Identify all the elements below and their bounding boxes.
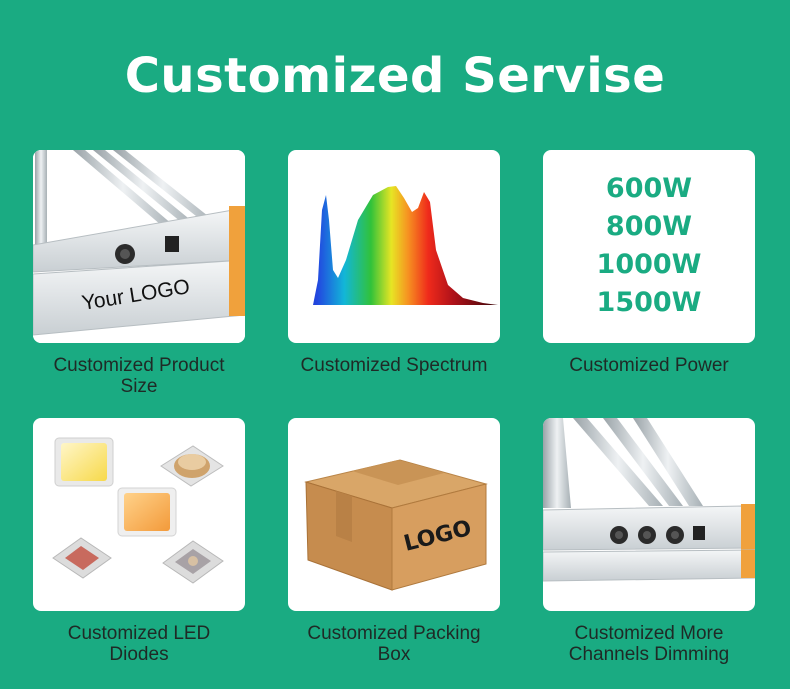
caption-line: Customized Product [53,355,225,376]
packing-box-caption: Customized Packing Box [269,623,519,665]
caption-line: Customized LED [67,623,211,644]
caption-line: Diodes [109,644,169,665]
cardboard-box-image: LOGO [304,459,488,591]
caption-line: Box [377,644,411,665]
power-card: 600W 800W 1000W 1500W [543,150,755,343]
multi-knob-light-image [543,418,755,582]
product-size-caption: Customized Product Size [14,355,264,397]
caption-line: Channels Dimming [568,644,730,665]
packing-box-card: LOGO [288,418,500,611]
grow-light-logo-image: Your LOGO [33,150,245,343]
power-option: 600W [605,173,693,204]
channels-dimming-card [543,418,755,611]
spectrum-graph-image [293,186,498,305]
product-size-card: Your LOGO [33,150,245,343]
caption-line: Customized Spectrum [300,355,488,376]
power-option: 800W [605,211,693,242]
spectrum-card [288,150,500,343]
caption-line: Customized More [574,623,724,644]
power-option: 1500W [596,287,702,318]
led-diodes-caption: Customized LED Diodes [14,623,264,665]
led-diodes-card [33,418,245,611]
power-options-list: 600W 800W 1000W 1500W [543,170,755,322]
page-title: Customized Servise [124,48,666,104]
caption-line: Customized Power [569,355,729,376]
channels-dimming-caption: Customized More Channels Dimming [524,623,774,665]
led-chips-image [52,437,224,584]
caption-line: Customized Packing [307,623,481,644]
power-option: 1000W [596,249,702,280]
caption-line: Size [120,376,158,397]
spectrum-caption: Customized Spectrum [269,355,519,376]
power-caption: Customized Power [524,355,774,376]
